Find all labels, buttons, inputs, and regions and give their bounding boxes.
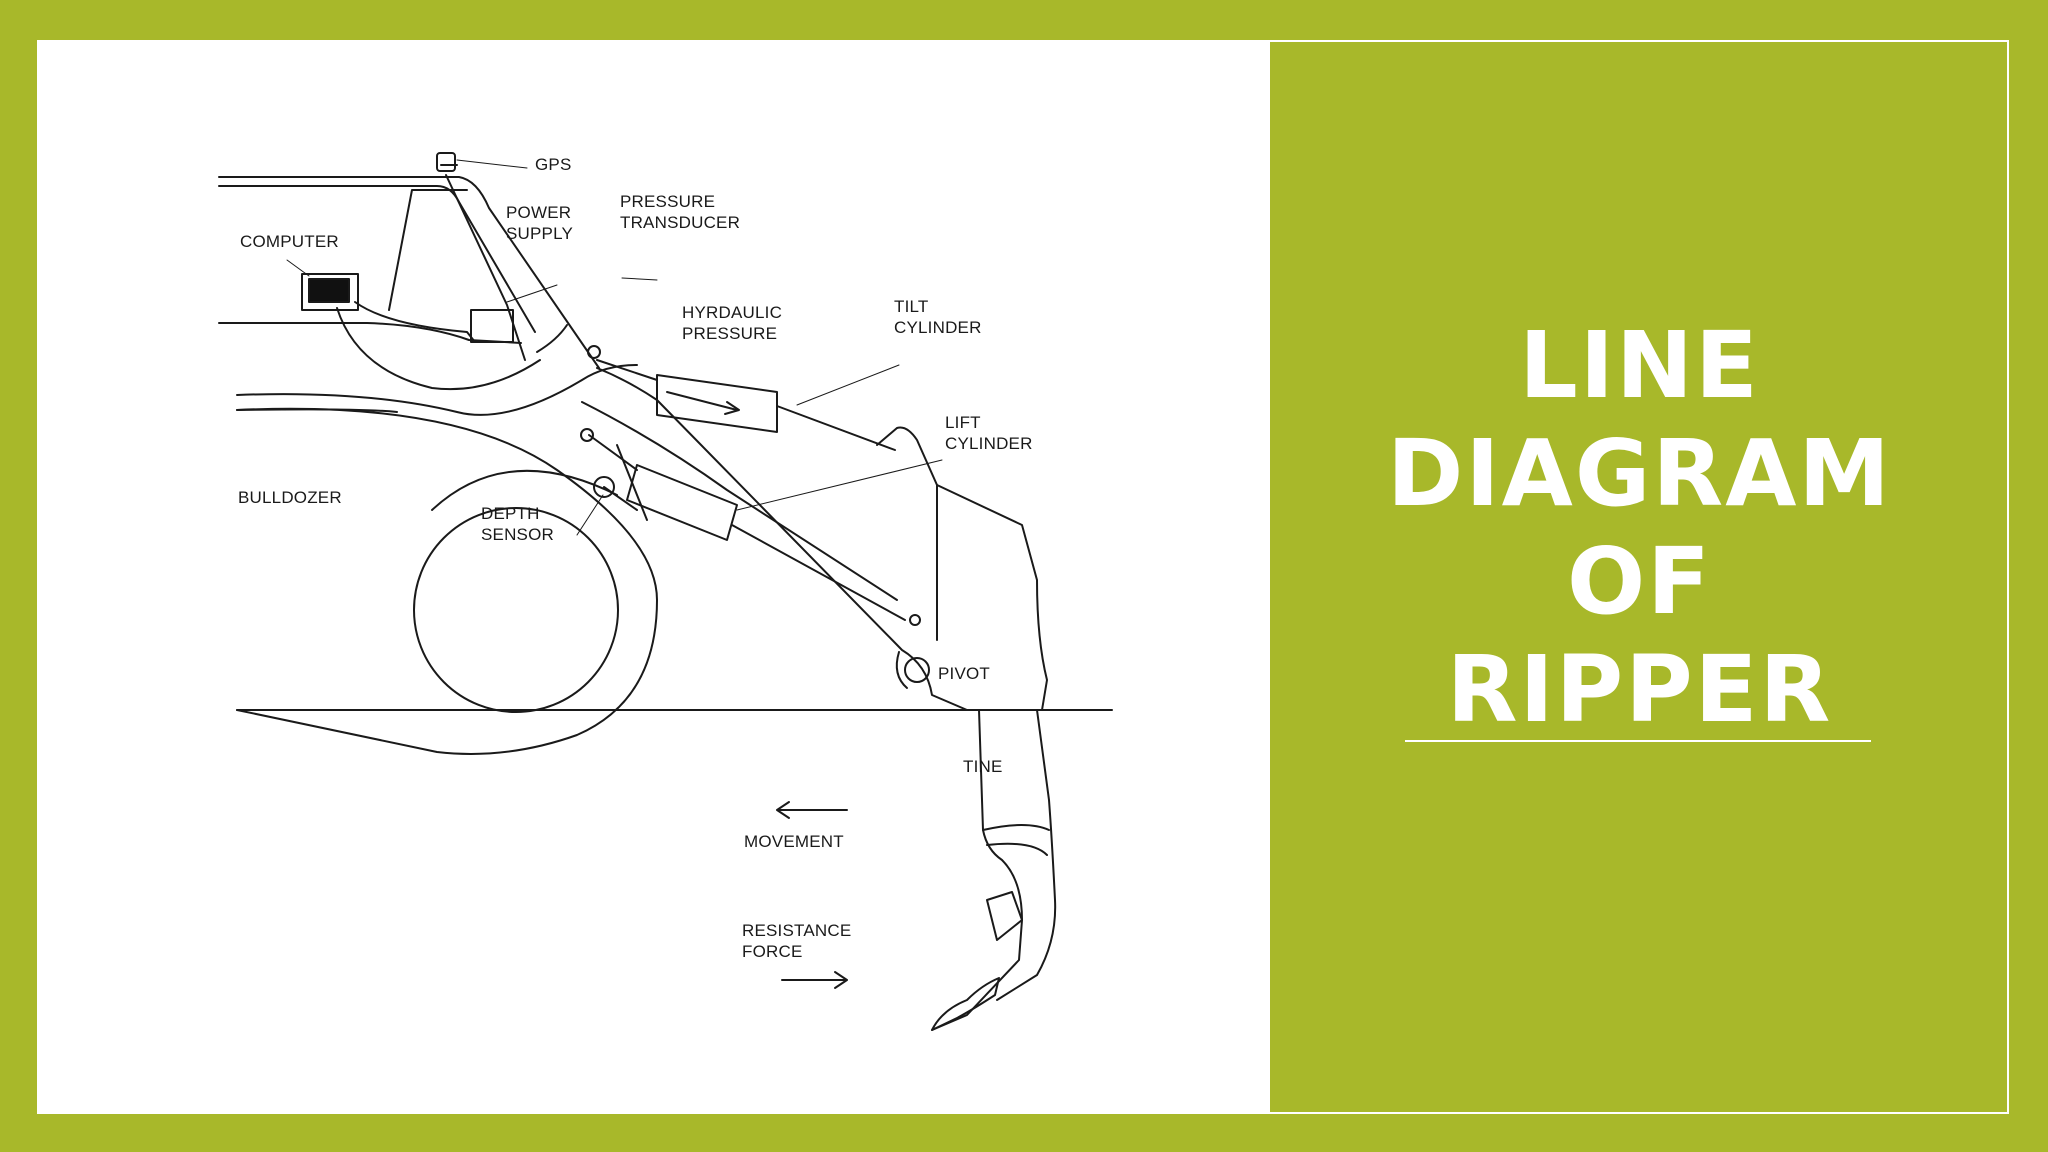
title-panel: LINE DIAGRAM OF RIPPER [1270, 40, 2009, 1114]
title-line: OF [1566, 528, 1713, 635]
resistance-arrow [781, 971, 848, 989]
wire-2 [354, 301, 476, 343]
computer-screen [308, 278, 350, 303]
tine-plate [986, 891, 1023, 941]
cab-outline [218, 176, 600, 369]
movement-arrow [776, 801, 848, 819]
slide-title: LINE DIAGRAM OF RIPPER [1310, 312, 1969, 744]
title-underline [1405, 740, 1871, 742]
ripper-line-diagram: GPS POWER SUPPLY PRESSURE TRANSDUCER COM… [218, 152, 1113, 1031]
label-computer: COMPUTER [240, 232, 339, 251]
depth-sensor-arm [603, 444, 648, 521]
leader-lift [736, 459, 943, 511]
body-top [236, 364, 638, 416]
title-line: DIAGRAM [1387, 420, 1892, 527]
label-lift-cylinder-2: CYLINDER [945, 434, 1033, 453]
tilt-cylinder-rod [776, 405, 896, 451]
label-tilt-cylinder-1: TILT [894, 297, 929, 316]
lift-cylinder-body [626, 464, 738, 541]
pivot-arrow [895, 651, 908, 689]
hydraulic-arrow [666, 391, 738, 411]
lift-cylinder-rod [731, 524, 906, 621]
label-resistance-force-2: FORCE [742, 942, 803, 961]
leader-power [506, 284, 558, 303]
lift-cylinder-end [588, 434, 638, 471]
tine-shank-front [996, 709, 1057, 1001]
label-hydraulic-pressure-2: PRESSURE [682, 324, 777, 343]
label-power-supply-1: POWER [506, 203, 571, 222]
depth-sensor-wheel [593, 476, 615, 498]
label-pressure-transducer-2: TRANSDUCER [620, 213, 740, 232]
leader-gps [456, 159, 528, 169]
gps-unit [436, 152, 456, 172]
tine-point [931, 977, 1000, 1031]
wire-3 [536, 324, 568, 353]
leader-depth [576, 494, 604, 536]
drive-wheel [413, 507, 619, 713]
pivot-pin [904, 657, 930, 683]
ripper-frame [876, 426, 1048, 711]
computer-box [301, 273, 359, 311]
label-hydraulic-pressure-1: HYRDAULIC [682, 303, 782, 322]
arm-pin-2 [580, 428, 594, 442]
hood-line [218, 322, 522, 344]
label-resistance-force-1: RESISTANCE [742, 921, 851, 940]
wire-1 [336, 307, 541, 391]
leader-computer [286, 259, 310, 277]
label-depth-sensor-2: SENSOR [481, 525, 554, 544]
label-pivot: PIVOT [938, 664, 990, 683]
arm-pin-3 [909, 614, 921, 626]
label-tilt-cylinder-2: CYLINDER [894, 318, 982, 337]
leader-transducer [621, 277, 658, 281]
label-movement: MOVEMENT [744, 832, 844, 851]
label-tine: TINE [963, 757, 1003, 776]
power-supply-box [470, 309, 514, 343]
ripper-arm-lower [581, 401, 898, 601]
title-line: LINE [1519, 312, 1760, 419]
track-inner [431, 469, 618, 511]
tilt-cylinder-end [596, 359, 658, 381]
title-line: RIPPER [1446, 636, 1833, 743]
gps-mast [445, 174, 526, 361]
label-power-supply-2: SUPPLY [506, 224, 573, 243]
label-lift-cylinder-1: LIFT [945, 413, 981, 432]
label-bulldozer: BULLDOZER [238, 488, 342, 507]
tine-band [982, 824, 1050, 856]
label-gps: GPS [535, 155, 572, 174]
label-depth-sensor-1: DEPTH [481, 504, 540, 523]
arm-pin-1 [587, 345, 601, 359]
tilt-cylinder-body [656, 374, 778, 433]
diagram-panel: GPS POWER SUPPLY PRESSURE TRANSDUCER COM… [37, 40, 1270, 1114]
cab-window [388, 189, 468, 311]
label-pressure-transducer-1: PRESSURE [620, 192, 715, 211]
track-outline [236, 407, 658, 755]
leader-tilt [796, 364, 900, 406]
